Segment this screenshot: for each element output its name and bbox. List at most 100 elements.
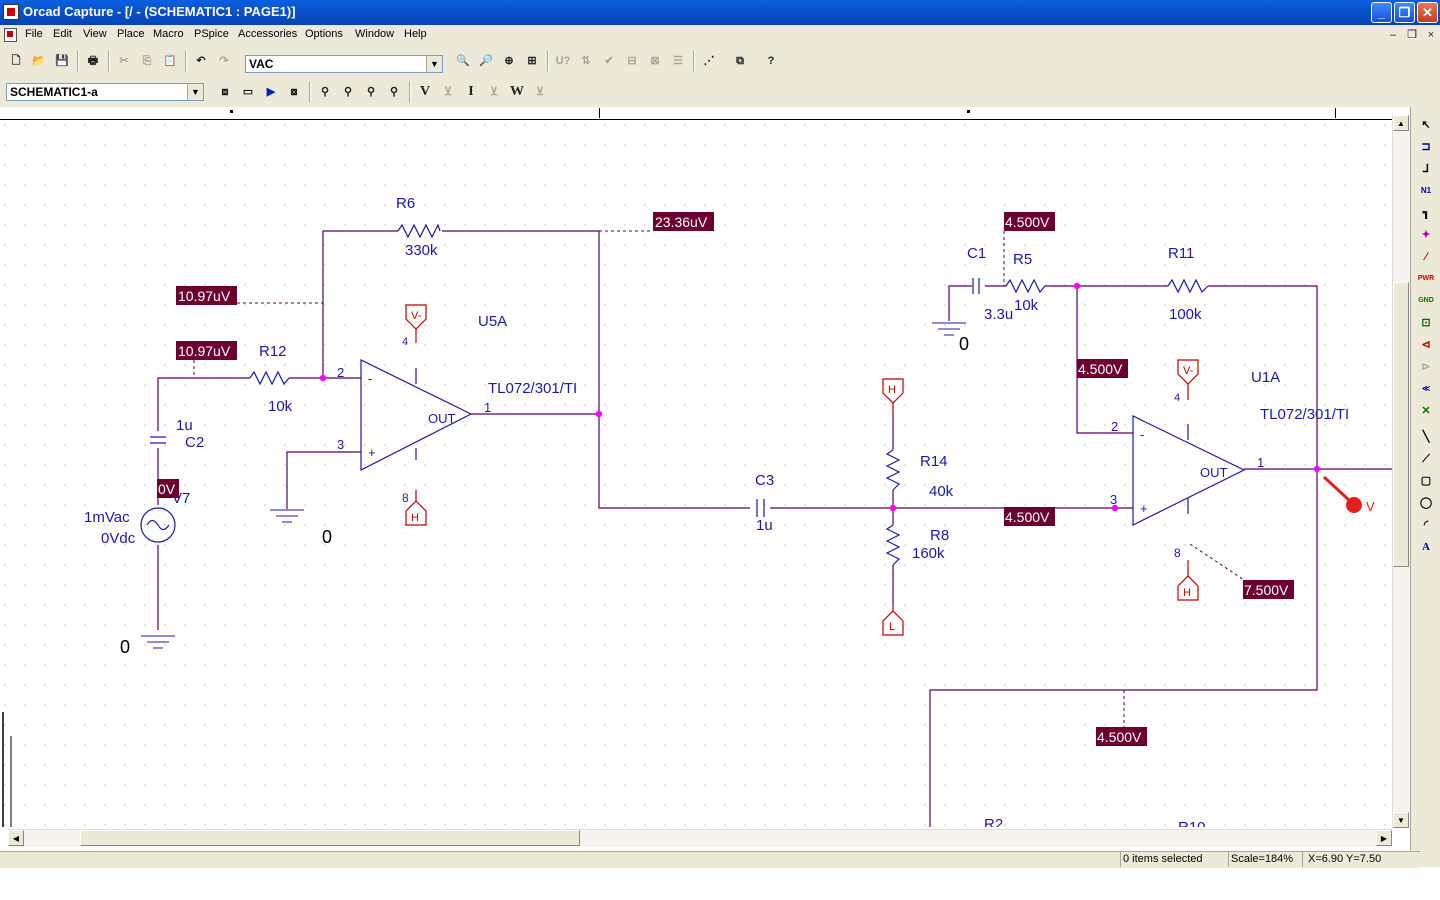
- help-icon[interactable]: ?: [767, 55, 775, 67]
- place-net-alias-icon[interactable]: N1: [1420, 186, 1432, 195]
- minimize-button[interactable]: _: [1371, 2, 1392, 23]
- bom-icon[interactable]: ☰: [673, 55, 683, 67]
- power-port-icon[interactable]: [1177, 560, 1199, 601]
- scroll-up-icon[interactable]: ▲: [1393, 115, 1409, 131]
- resistor-r6[interactable]: [397, 223, 441, 239]
- capacitor-c3[interactable]: [756, 499, 765, 517]
- restore-button[interactable]: ❐: [1394, 2, 1415, 23]
- bias-marker[interactable]: 23.36uV: [653, 212, 714, 231]
- new-simulation-profile-icon[interactable]: ⧈: [221, 86, 229, 98]
- zoom-area-icon[interactable]: ⊕: [504, 55, 514, 67]
- capacitor-c2[interactable]: [150, 436, 166, 444]
- bias-marker[interactable]: 7.500V: [1243, 580, 1294, 599]
- print-icon[interactable]: 🖶: [87, 55, 99, 67]
- scroll-left-icon[interactable]: ◀: [8, 830, 24, 846]
- zoom-out-icon[interactable]: 🔎: [479, 55, 493, 67]
- bias-marker[interactable]: 10.97uV: [176, 286, 237, 305]
- menu-pspice[interactable]: PSpice: [194, 28, 229, 40]
- paste-icon[interactable]: 📋: [163, 55, 177, 67]
- annotate-icon[interactable]: U?: [555, 55, 571, 67]
- scroll-right-icon[interactable]: ▶: [1376, 830, 1392, 846]
- bias-current-button[interactable]: I: [468, 84, 474, 99]
- mdi-restore-button[interactable]: ❐: [1407, 29, 1417, 41]
- horizontal-scroll-thumb[interactable]: [80, 830, 580, 846]
- voltage-marker-icon[interactable]: ⚲: [320, 86, 330, 98]
- power-port-icon[interactable]: [882, 605, 904, 636]
- place-hierarchical-block-icon[interactable]: ⊡: [1421, 317, 1431, 329]
- place-part-icon[interactable]: ⊐: [1421, 141, 1431, 153]
- view-simulation-results-icon[interactable]: ⧇: [290, 86, 298, 98]
- power-port-icon[interactable]: [1177, 359, 1199, 400]
- zoom-in-icon[interactable]: 🔍: [456, 55, 470, 67]
- new-icon[interactable]: 🗋: [11, 55, 21, 67]
- current-marker-icon[interactable]: ⚲: [366, 86, 376, 98]
- place-power-icon[interactable]: PWR: [1417, 275, 1435, 282]
- place-wire-icon[interactable]: ⅃: [1422, 163, 1430, 175]
- menu-file[interactable]: File: [25, 28, 43, 40]
- zoom-all-icon[interactable]: ⊞: [527, 55, 537, 67]
- bias-voltage-button[interactable]: V: [419, 84, 431, 99]
- document-icon[interactable]: [4, 28, 17, 42]
- bias-marker[interactable]: 0V: [157, 479, 179, 498]
- place-bus-icon[interactable]: ┓: [1422, 207, 1430, 219]
- netlist-icon[interactable]: ⊟: [627, 55, 637, 67]
- bias-marker[interactable]: 4.500V: [1077, 359, 1128, 378]
- resistor-r5[interactable]: [1005, 278, 1046, 294]
- horizontal-scrollbar[interactable]: ◀ ▶: [8, 829, 1392, 847]
- chevron-down-icon[interactable]: ▼: [426, 56, 442, 72]
- drc-icon[interactable]: ✔: [604, 55, 614, 67]
- place-hierarchical-pin-icon[interactable]: ⊳: [1421, 361, 1431, 373]
- resistor-r8[interactable]: [885, 524, 901, 566]
- power-port-icon[interactable]: [882, 378, 904, 415]
- place-port-icon[interactable]: ⊲: [1421, 339, 1431, 351]
- save-icon[interactable]: 💾: [55, 55, 69, 67]
- menu-help[interactable]: Help: [404, 28, 427, 40]
- bias-marker[interactable]: 4.500V: [1004, 212, 1055, 231]
- menu-window[interactable]: Window: [355, 28, 395, 40]
- mdi-close-button[interactable]: ×: [1427, 29, 1435, 41]
- place-text-icon[interactable]: A: [1422, 541, 1430, 553]
- power-marker-icon[interactable]: ⚲: [389, 86, 399, 98]
- place-polyline-icon[interactable]: ⟋: [1422, 453, 1430, 465]
- bias-voltage-toggle-icon[interactable]: ⊻: [443, 86, 453, 98]
- capacitor-c1[interactable]: [972, 278, 980, 294]
- vertical-scrollbar[interactable]: ▲ ▼: [1392, 115, 1410, 828]
- menu-edit[interactable]: Edit: [53, 28, 72, 40]
- place-rectangle-icon[interactable]: ▢: [1420, 475, 1432, 487]
- app-icon[interactable]: [3, 4, 19, 20]
- open-icon[interactable]: 📂: [32, 55, 46, 67]
- voltage-probe-icon[interactable]: [1346, 497, 1362, 513]
- schematic-combo[interactable]: SCHEMATIC1-a▼: [6, 83, 204, 101]
- schematic-drawing[interactable]: V R6 330k R12 10k 1u C2 V7 1mVac 0Vdc U5…: [0, 107, 1392, 827]
- place-no-connect-icon[interactable]: ✕: [1421, 405, 1431, 417]
- menu-accessories[interactable]: Accessories: [238, 28, 298, 40]
- copy-icon[interactable]: ⎘: [142, 55, 152, 67]
- differential-marker-icon[interactable]: ⚲: [343, 86, 353, 98]
- back-annotate-icon[interactable]: ⇅: [581, 55, 591, 67]
- run-icon[interactable]: ▶: [266, 86, 276, 98]
- voltage-source-v7[interactable]: [140, 507, 176, 543]
- place-bus-entry-icon[interactable]: ∕: [1425, 251, 1427, 263]
- snap-grid-icon[interactable]: ⋰: [703, 55, 715, 67]
- resistor-r12[interactable]: [249, 370, 290, 386]
- schematic-canvas[interactable]: V R6 330k R12 10k 1u C2 V7 1mVac 0Vdc U5…: [0, 107, 1410, 852]
- opamp-u1a[interactable]: [1132, 415, 1246, 526]
- menu-options[interactable]: Options: [305, 28, 343, 40]
- place-off-page-connector-icon[interactable]: ≪: [1421, 384, 1431, 393]
- scroll-down-icon[interactable]: ▼: [1393, 812, 1409, 828]
- power-port-icon[interactable]: [405, 304, 427, 343]
- bias-marker[interactable]: 10.97uV: [176, 341, 237, 360]
- bias-marker[interactable]: 4.500V: [1096, 727, 1147, 746]
- resistor-r11[interactable]: [1167, 278, 1209, 294]
- vertical-scroll-thumb[interactable]: [1393, 282, 1409, 567]
- cross-reference-icon[interactable]: ⊠: [650, 55, 660, 67]
- select-icon[interactable]: ↖: [1421, 119, 1431, 131]
- place-junction-icon[interactable]: ✦: [1421, 229, 1431, 241]
- bias-current-toggle-icon[interactable]: ⊻: [489, 86, 499, 98]
- menu-macro[interactable]: Macro: [153, 28, 184, 40]
- redo-icon[interactable]: ↷: [219, 55, 229, 67]
- place-ground-icon[interactable]: GND: [1418, 297, 1434, 304]
- opamp-u5a[interactable]: [360, 359, 473, 471]
- close-button[interactable]: ✕: [1417, 2, 1438, 23]
- project-manager-icon[interactable]: ⧉: [736, 55, 744, 67]
